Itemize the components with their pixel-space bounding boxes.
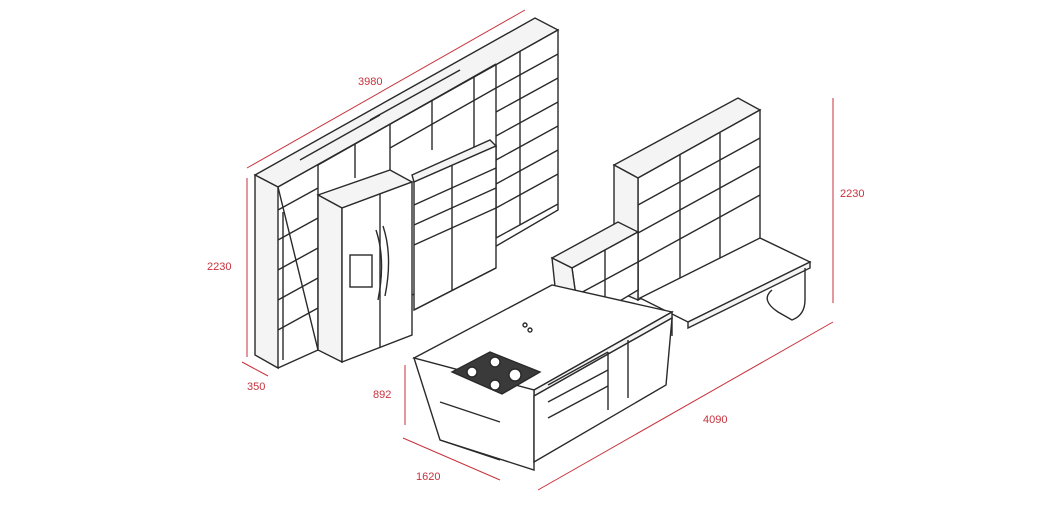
island-drawer-line-2 — [439, 439, 501, 461]
table-edge — [687, 260, 811, 330]
label-wall-depth: 350 — [247, 381, 265, 393]
small-shelf-shelf — [574, 261, 639, 297]
dim-wall-depth-line — [241, 361, 269, 377]
fridge-side — [317, 193, 343, 364]
burner-3 — [508, 368, 522, 382]
water-dispenser — [349, 254, 373, 288]
island-front-right — [533, 316, 673, 464]
oven-line-3 — [413, 207, 497, 246]
fridge-handle-left — [375, 229, 383, 301]
fridge-front — [341, 180, 413, 364]
dimension-lines — [241, 9, 834, 491]
table-leg-loop — [766, 268, 806, 321]
label-island-depth: 1620 — [416, 471, 440, 483]
dim-wall-length-line — [246, 9, 526, 169]
burner-1 — [466, 366, 478, 378]
dimension-labels: 3980 2230 350 2230 892 1620 4090 — [207, 76, 864, 483]
label-wall-length: 3980 — [358, 76, 382, 88]
table-extension — [638, 237, 812, 336]
wall-run-end-panel — [254, 173, 279, 370]
right-shelf-unit — [495, 53, 559, 239]
oven-base — [413, 267, 497, 311]
burner-4 — [489, 379, 501, 391]
label-wall-height: 2230 — [207, 261, 231, 273]
label-island-length: 4090 — [703, 414, 727, 426]
kitchen-island — [412, 284, 674, 471]
oven-tower — [411, 139, 498, 312]
label-tower-height: 2230 — [840, 188, 864, 200]
island-drawer-line-5 — [547, 385, 609, 419]
dim-island-depth-line — [402, 437, 501, 481]
tower-shelf-2 — [637, 165, 761, 234]
burner-2 — [489, 356, 501, 368]
tower-shelf-3 — [637, 194, 761, 263]
wall-run-base — [277, 349, 319, 369]
island-drawer-line-3 — [547, 351, 609, 386]
oven-line-1 — [413, 167, 497, 206]
faucet-mark-1 — [522, 322, 528, 328]
fridge-handle-right — [382, 225, 390, 297]
left-shelf-unit — [277, 187, 319, 360]
faucet-mark-2 — [527, 327, 533, 333]
label-island-height: 892 — [373, 389, 391, 401]
oven-line-2 — [413, 187, 497, 226]
upper-cubbies — [299, 63, 497, 178]
island-drawer-line-4 — [547, 369, 609, 403]
dim-island-length-line — [537, 321, 834, 491]
island-drawer-line-1 — [439, 401, 501, 423]
tower-shelf-1 — [637, 137, 761, 206]
gas-cooktop — [450, 351, 542, 395]
refrigerator — [316, 169, 414, 364]
